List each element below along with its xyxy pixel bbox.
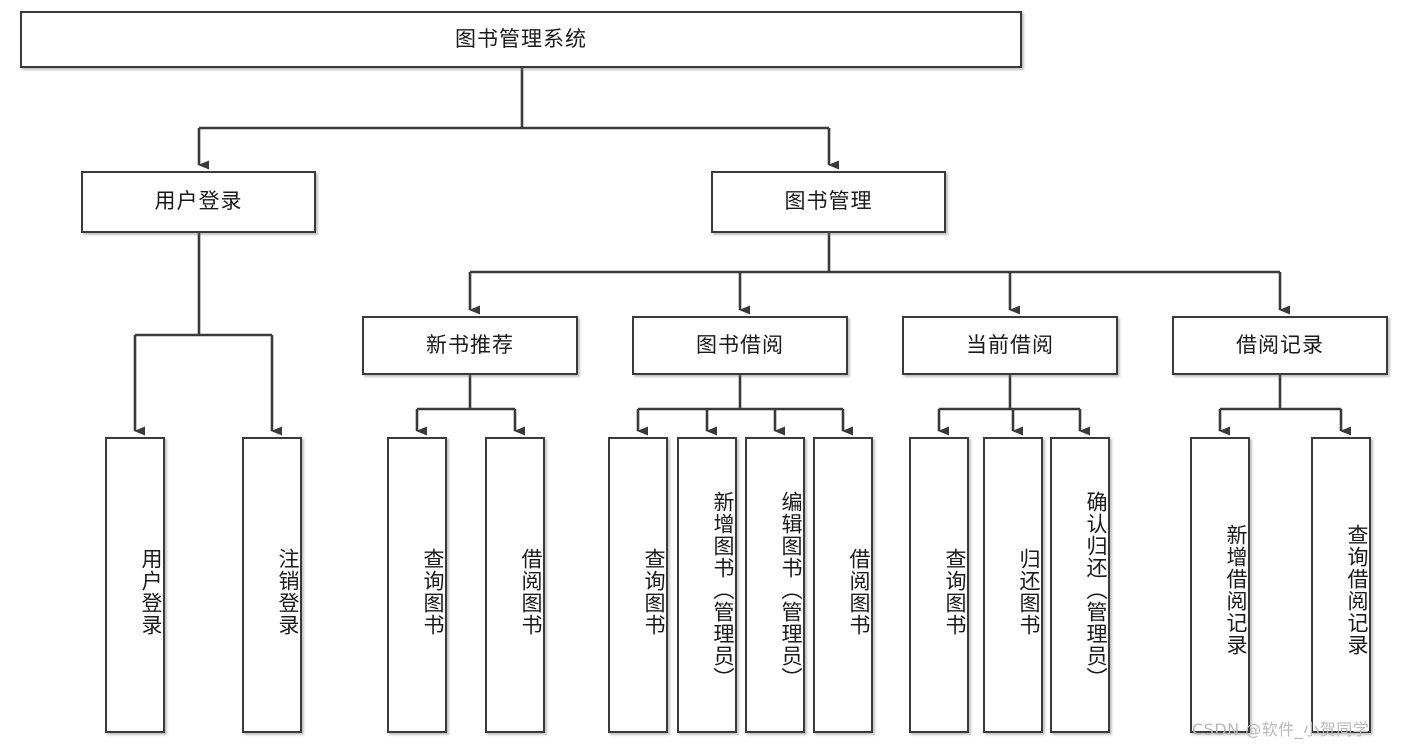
node-label: 查询图书 — [943, 548, 967, 636]
node-user-login[interactable]: 用户登录 — [81, 171, 316, 233]
node-label: 查询图书 — [642, 548, 666, 636]
node-label: 确认归还（管理员） — [1084, 491, 1108, 689]
node-label: 图书借阅 — [696, 332, 784, 357]
node-label: 借阅图书 — [519, 548, 543, 636]
leaf-borrow-borrow-book[interactable]: 借阅图书 — [813, 437, 873, 733]
node-label: 查询图书 — [421, 548, 445, 636]
node-label: 新增图书（管理员） — [711, 491, 735, 689]
leaf-user-logout[interactable]: 注销登录 — [242, 437, 302, 733]
node-root-system[interactable]: 图书管理系统 — [20, 11, 1022, 68]
node-label: 借阅记录 — [1236, 332, 1324, 357]
node-book-management[interactable]: 图书管理 — [711, 171, 946, 233]
leaf-records-add-record[interactable]: 新增借阅记录 — [1190, 437, 1250, 733]
watermark-text: CSDN @软件_小贺同学 — [1192, 720, 1370, 739]
leaf-current-return-book[interactable]: 归还图书 — [983, 437, 1043, 733]
node-label: 编辑图书（管理员） — [779, 491, 803, 689]
leaf-current-query-book[interactable]: 查询图书 — [909, 437, 969, 733]
leaf-records-query-record[interactable]: 查询借阅记录 — [1311, 437, 1371, 733]
node-label: 当前借阅 — [966, 332, 1054, 357]
node-borrow-records[interactable]: 借阅记录 — [1172, 316, 1388, 375]
node-current-borrow[interactable]: 当前借阅 — [902, 316, 1118, 375]
leaf-borrow-add-book-admin[interactable]: 新增图书（管理员） — [677, 437, 737, 733]
node-new-book-recommend[interactable]: 新书推荐 — [362, 316, 578, 375]
node-label: 查询借阅记录 — [1345, 524, 1369, 656]
node-label: 新书推荐 — [426, 332, 514, 357]
node-book-borrow[interactable]: 图书借阅 — [632, 316, 848, 375]
node-label: 用户登录 — [139, 548, 163, 636]
node-label: 用户登录 — [154, 189, 243, 214]
leaf-borrow-edit-book-admin[interactable]: 编辑图书（管理员） — [745, 437, 805, 733]
leaf-borrow-query-book[interactable]: 查询图书 — [608, 437, 668, 733]
node-label: 注销登录 — [276, 548, 300, 636]
node-label: 图书管理系统 — [455, 26, 587, 51]
node-label: 新增借阅记录 — [1224, 524, 1248, 656]
node-label: 归还图书 — [1017, 548, 1041, 636]
node-label: 借阅图书 — [847, 548, 871, 636]
leaf-user-login[interactable]: 用户登录 — [105, 437, 165, 733]
node-label: 图书管理 — [784, 189, 873, 214]
leaf-newbook-borrow-book[interactable]: 借阅图书 — [485, 437, 545, 733]
leaf-newbook-query-book[interactable]: 查询图书 — [387, 437, 447, 733]
leaf-current-confirm-return-admin[interactable]: 确认归还（管理员） — [1050, 437, 1110, 733]
